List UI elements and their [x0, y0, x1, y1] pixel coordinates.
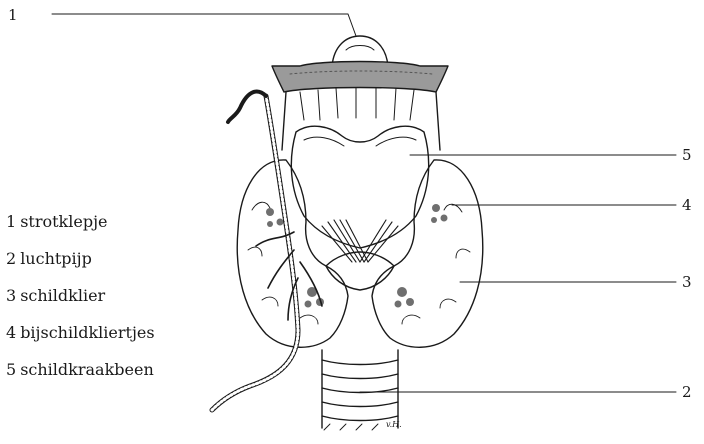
marker-5: 5 — [682, 148, 692, 163]
marker-2: 2 — [682, 385, 692, 400]
thyroid-right-lobe — [372, 160, 483, 347]
artist-signature: v.H. — [386, 420, 402, 429]
marker-3: 3 — [682, 275, 692, 290]
thyroid-cartilage — [291, 126, 428, 248]
trachea — [322, 350, 398, 430]
blood-vessel — [212, 96, 298, 410]
hyoid-band — [272, 62, 448, 93]
thyroid-isthmus — [326, 252, 394, 290]
marker-4: 4 — [682, 198, 692, 213]
marker-1: 1 — [8, 8, 18, 23]
